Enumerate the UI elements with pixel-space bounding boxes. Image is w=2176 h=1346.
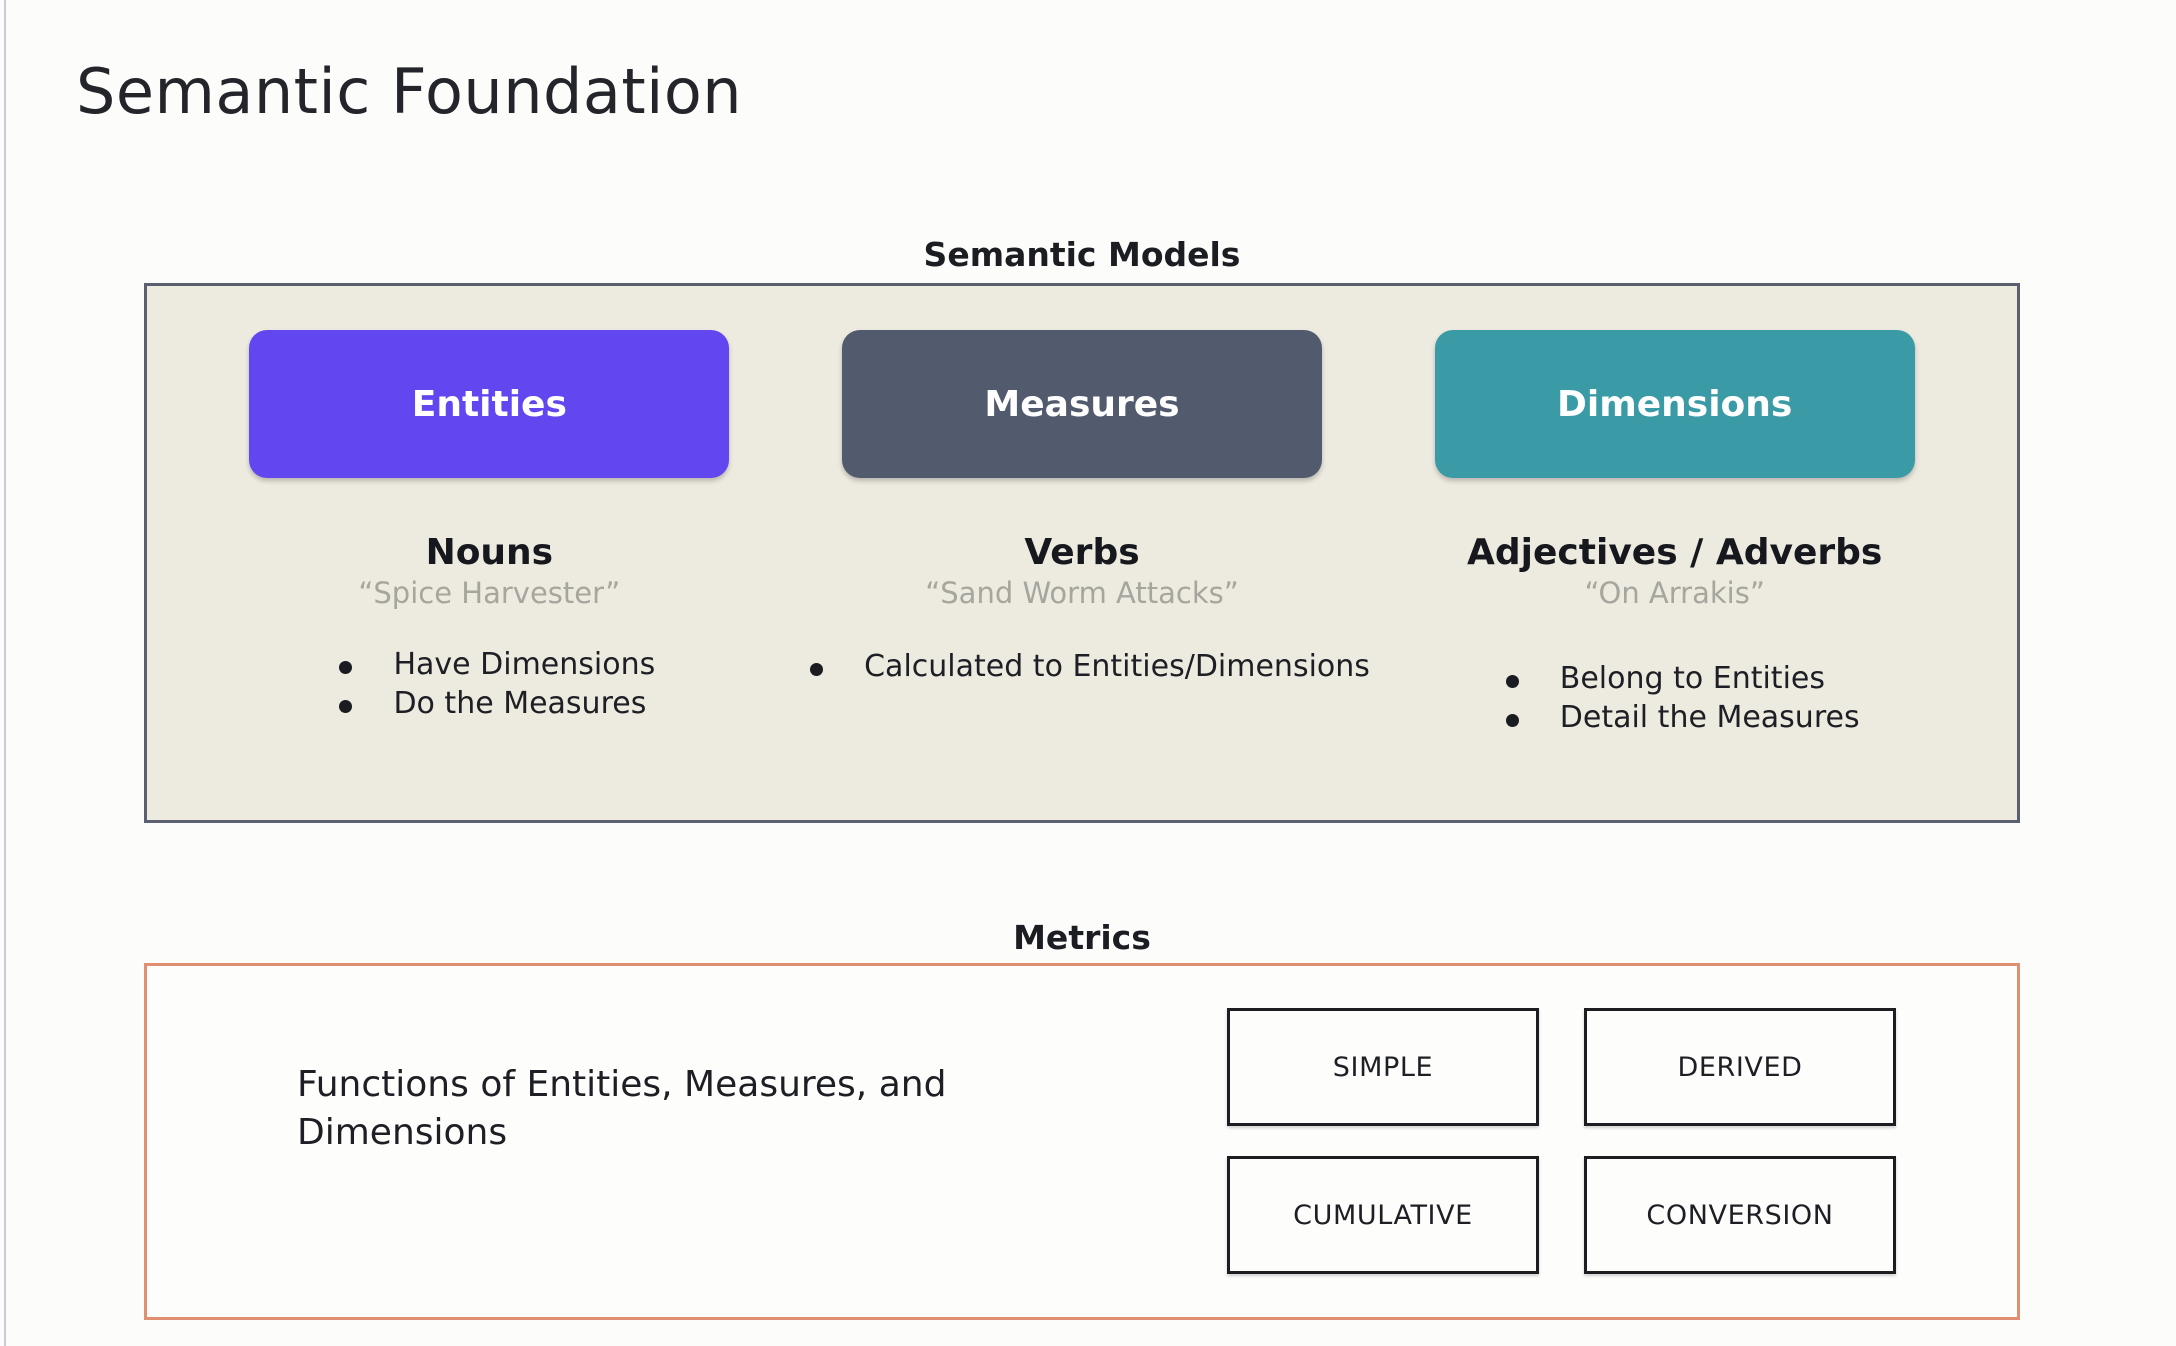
semantic-model-column-measures: Measures Verbs “Sand Worm Attacks” Calcu… [786,330,1379,820]
bullet-dot-icon [1505,713,1519,727]
semantic-models-heading: Semantic Models [923,235,1241,274]
bullet-dot-icon [339,699,353,713]
semantic-models-columns: Entities Nouns “Spice Harvester” Have Di… [147,286,2017,820]
semantic-model-column-entities: Entities Nouns “Spice Harvester” Have Di… [193,330,786,820]
metrics-panel: Functions of Entities, Measures, and Dim… [144,963,2020,1320]
chip-dimensions[interactable]: Dimensions [1434,330,1915,478]
metric-type-derived[interactable]: DERIVED [1584,1008,1896,1126]
example-measures: “Sand Worm Attacks” [925,575,1239,610]
bullet-text: Do the Measures [393,685,647,721]
bullet-list-entities: Have Dimensions Do the Measures [323,646,655,723]
page-title: Semantic Foundation [76,55,743,128]
list-item: Calculated to Entities/Dimensions [794,648,1370,686]
bullet-dot-icon [810,663,824,677]
list-item: Detail the Measures [1490,699,1860,737]
chip-measures[interactable]: Measures [842,330,1322,478]
bullet-text: Belong to Entities [1559,661,1825,697]
metric-types-grid: SIMPLE DERIVED CUMULATIVE CONVERSION [1227,1008,1896,1274]
metric-type-simple[interactable]: SIMPLE [1227,1008,1539,1126]
chip-entities[interactable]: Entities [249,330,730,478]
bullet-list-dimensions: Belong to Entities Detail the Measures [1490,660,1860,737]
part-of-speech-dimensions: Adjectives / Adverbs [1467,532,1883,573]
part-of-speech-measures: Verbs [1024,532,1140,573]
metrics-heading: Metrics [1013,918,1151,957]
bullet-dot-icon [1505,675,1519,689]
example-entities: “Spice Harvester” [358,575,621,610]
metrics-description: Functions of Entities, Measures, and Dim… [297,1064,947,1153]
list-item: Belong to Entities [1490,660,1860,698]
bullet-dot-icon [339,661,353,675]
bullet-text: Detail the Measures [1559,699,1860,735]
part-of-speech-entities: Nouns [425,532,554,573]
list-item: Have Dimensions [323,646,655,684]
metric-type-cumulative[interactable]: CUMULATIVE [1227,1156,1539,1274]
left-edge-rule [4,0,6,1346]
list-item: Do the Measures [323,685,655,723]
bullet-text: Have Dimensions [393,647,656,683]
semantic-models-panel: Entities Nouns “Spice Harvester” Have Di… [144,283,2020,823]
semantic-model-column-dimensions: Dimensions Adjectives / Adverbs “On Arra… [1378,330,1971,820]
bullet-text: Calculated to Entities/Dimensions [864,649,1370,685]
bullet-list-measures: Calculated to Entities/Dimensions [794,648,1370,686]
example-dimensions: “On Arrakis” [1584,575,1765,610]
metric-type-conversion[interactable]: CONVERSION [1584,1156,1896,1274]
